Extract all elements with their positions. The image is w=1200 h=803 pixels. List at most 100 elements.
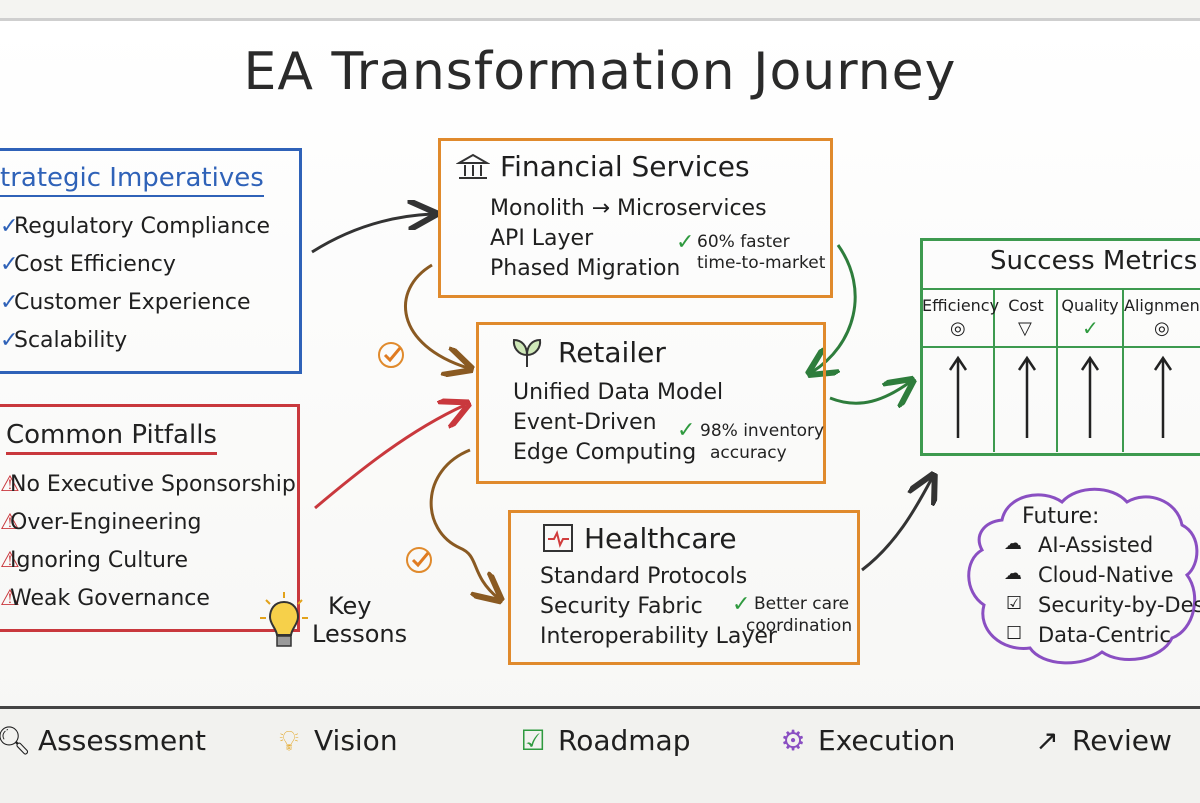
retailer-item-2: Event-Driven	[513, 410, 657, 435]
future-cloud-shape	[967, 487, 1199, 665]
healthcare-item-1: Standard Protocols	[540, 564, 748, 589]
healthcare-item-3: Interoperability Layer	[540, 624, 777, 649]
strategic-item-4: Scalability	[14, 328, 128, 353]
magnifier-icon: 🔍︎	[0, 724, 32, 757]
metric-efficiency-label: Efficiency	[922, 296, 1000, 315]
shield-check-icon: ☑	[1006, 593, 1023, 614]
strategic-item-3: Customer Experience	[14, 290, 251, 315]
strategic-imperatives-box	[0, 148, 302, 374]
cloud-icon: ☁	[1004, 533, 1022, 554]
metrics-column-divider	[1122, 288, 1124, 452]
retailer-heading: Retailer	[558, 336, 666, 369]
checkbox-icon: ☐	[1006, 623, 1023, 644]
financial-item-1: Monolith → Microservices	[490, 196, 767, 221]
future-item-2: Cloud-Native	[1038, 563, 1174, 587]
healthcare-box	[508, 510, 860, 665]
metric-cost-label: Cost	[1008, 296, 1044, 315]
check-mark-icon: ✓	[1082, 316, 1099, 340]
bottom-execution: ⚙ Execution	[776, 724, 955, 757]
arrow-pitfalls-to-retailer	[314, 405, 465, 510]
check-circle-icon	[378, 342, 404, 368]
common-pitfalls-box	[0, 404, 300, 632]
trend-arrow-icon: ↗	[1035, 724, 1059, 757]
metrics-divider	[920, 346, 1200, 348]
healthcare-item-2: Security Fabric	[540, 594, 703, 619]
check-mark-icon: ✓	[0, 214, 19, 239]
future-item-3: Security-by-Desig	[1038, 593, 1200, 617]
bottom-assessment: 🔍︎Assessment	[0, 724, 206, 757]
healthcare-note-2: coordination	[746, 616, 853, 636]
arrow-healthcare-to-metrics	[861, 478, 932, 572]
pitfall-item-1: No Executive Sponsorship	[10, 472, 296, 497]
strategic-item-1: Regulatory Compliance	[14, 214, 270, 239]
check-mark-icon: ✓	[0, 328, 19, 353]
healthcare-note-1: Better care	[754, 594, 850, 614]
future-item-4: Data-Centric	[1038, 623, 1171, 647]
page-title: EA Transformation Journey	[243, 42, 957, 102]
metric-alignment-label: Alignment	[1124, 296, 1200, 315]
bank-icon	[456, 153, 490, 179]
check-mark-icon: ✓	[732, 592, 751, 617]
financial-heading: Financial Services	[500, 150, 750, 183]
metrics-column-divider	[993, 288, 995, 452]
check-mark-icon: ✓	[676, 230, 695, 255]
check-mark-icon: ✓	[0, 252, 19, 277]
warning-icon: ⚠	[0, 510, 20, 535]
financial-item-3: Phased Migration	[490, 256, 681, 281]
financial-services-box	[438, 138, 833, 298]
healthcare-heading: Healthcare	[584, 522, 737, 555]
target-icon: ◎	[950, 318, 966, 339]
metrics-heading: Success Metrics	[990, 246, 1198, 276]
bottom-roadmap: ☑ Roadmap	[516, 724, 690, 757]
bottom-review-label: Review	[1072, 724, 1172, 757]
key-lessons-line-2: Lessons	[312, 620, 408, 648]
metrics-divider	[920, 288, 1200, 290]
check-mark-icon: ✓	[0, 290, 19, 315]
strategic-heading: trategic Imperatives	[0, 163, 264, 197]
upward-arrows	[948, 355, 1173, 438]
target-icon: ◎	[1154, 318, 1170, 339]
financial-note-1: 60% faster	[697, 232, 790, 252]
metric-quality-label: Quality	[1061, 296, 1119, 315]
lightbulb-icon	[260, 592, 308, 647]
financial-item-2: API Layer	[490, 226, 594, 251]
retailer-item-1: Unified Data Model	[513, 380, 724, 405]
bottom-vision: 💡︎ Vision	[272, 724, 398, 758]
arrow-retailer-to-metrics	[829, 382, 910, 403]
bottom-execution-label: Execution	[818, 724, 956, 757]
warning-icon: ⚠	[0, 472, 20, 497]
warning-icon: ⚠	[0, 586, 20, 611]
whiteboard	[0, 18, 1200, 721]
retailer-box	[476, 322, 826, 484]
key-lessons-line-1: Key	[328, 592, 372, 620]
funnel-icon: ▽	[1018, 318, 1032, 339]
arrow-strategic-to-financial	[311, 214, 432, 254]
retailer-note-1: 98% inventory	[700, 421, 825, 441]
future-heading: Future:	[1022, 504, 1100, 529]
check-mark-icon: ✓	[677, 418, 696, 443]
gear-icon: ⚙	[780, 724, 806, 757]
check-circle-icon	[406, 547, 432, 573]
leaf-icon	[512, 338, 542, 367]
retailer-note-2: accuracy	[710, 443, 787, 463]
retailer-item-3: Edge Computing	[513, 440, 697, 465]
bottom-vision-label: Vision	[314, 724, 398, 757]
lightbulb-icon: 💡︎	[279, 724, 299, 757]
strategic-item-2: Cost Efficiency	[14, 252, 176, 277]
marker-tray	[0, 706, 1200, 803]
pitfall-item-2: Over-Engineering	[10, 510, 202, 535]
medical-chart-icon	[543, 524, 573, 552]
arrow-financial-retailer-loop	[404, 263, 468, 368]
bottom-roadmap-label: Roadmap	[558, 724, 691, 757]
warning-icon: ⚠	[0, 548, 20, 573]
bottom-assessment-label: Assessment	[38, 724, 206, 757]
checkbox-checked-icon: ☑	[520, 724, 546, 757]
arrow-retailer-healthcare-loop	[429, 448, 498, 598]
pitfall-item-3: Ignoring Culture	[10, 548, 188, 573]
bottom-review: ↗ Review	[1030, 724, 1172, 757]
metrics-column-divider	[1056, 288, 1058, 452]
financial-note-2: time-to-market	[697, 253, 826, 273]
pitfall-item-4: Weak Governance	[10, 586, 210, 611]
cloud-icon: ☁	[1004, 563, 1022, 584]
